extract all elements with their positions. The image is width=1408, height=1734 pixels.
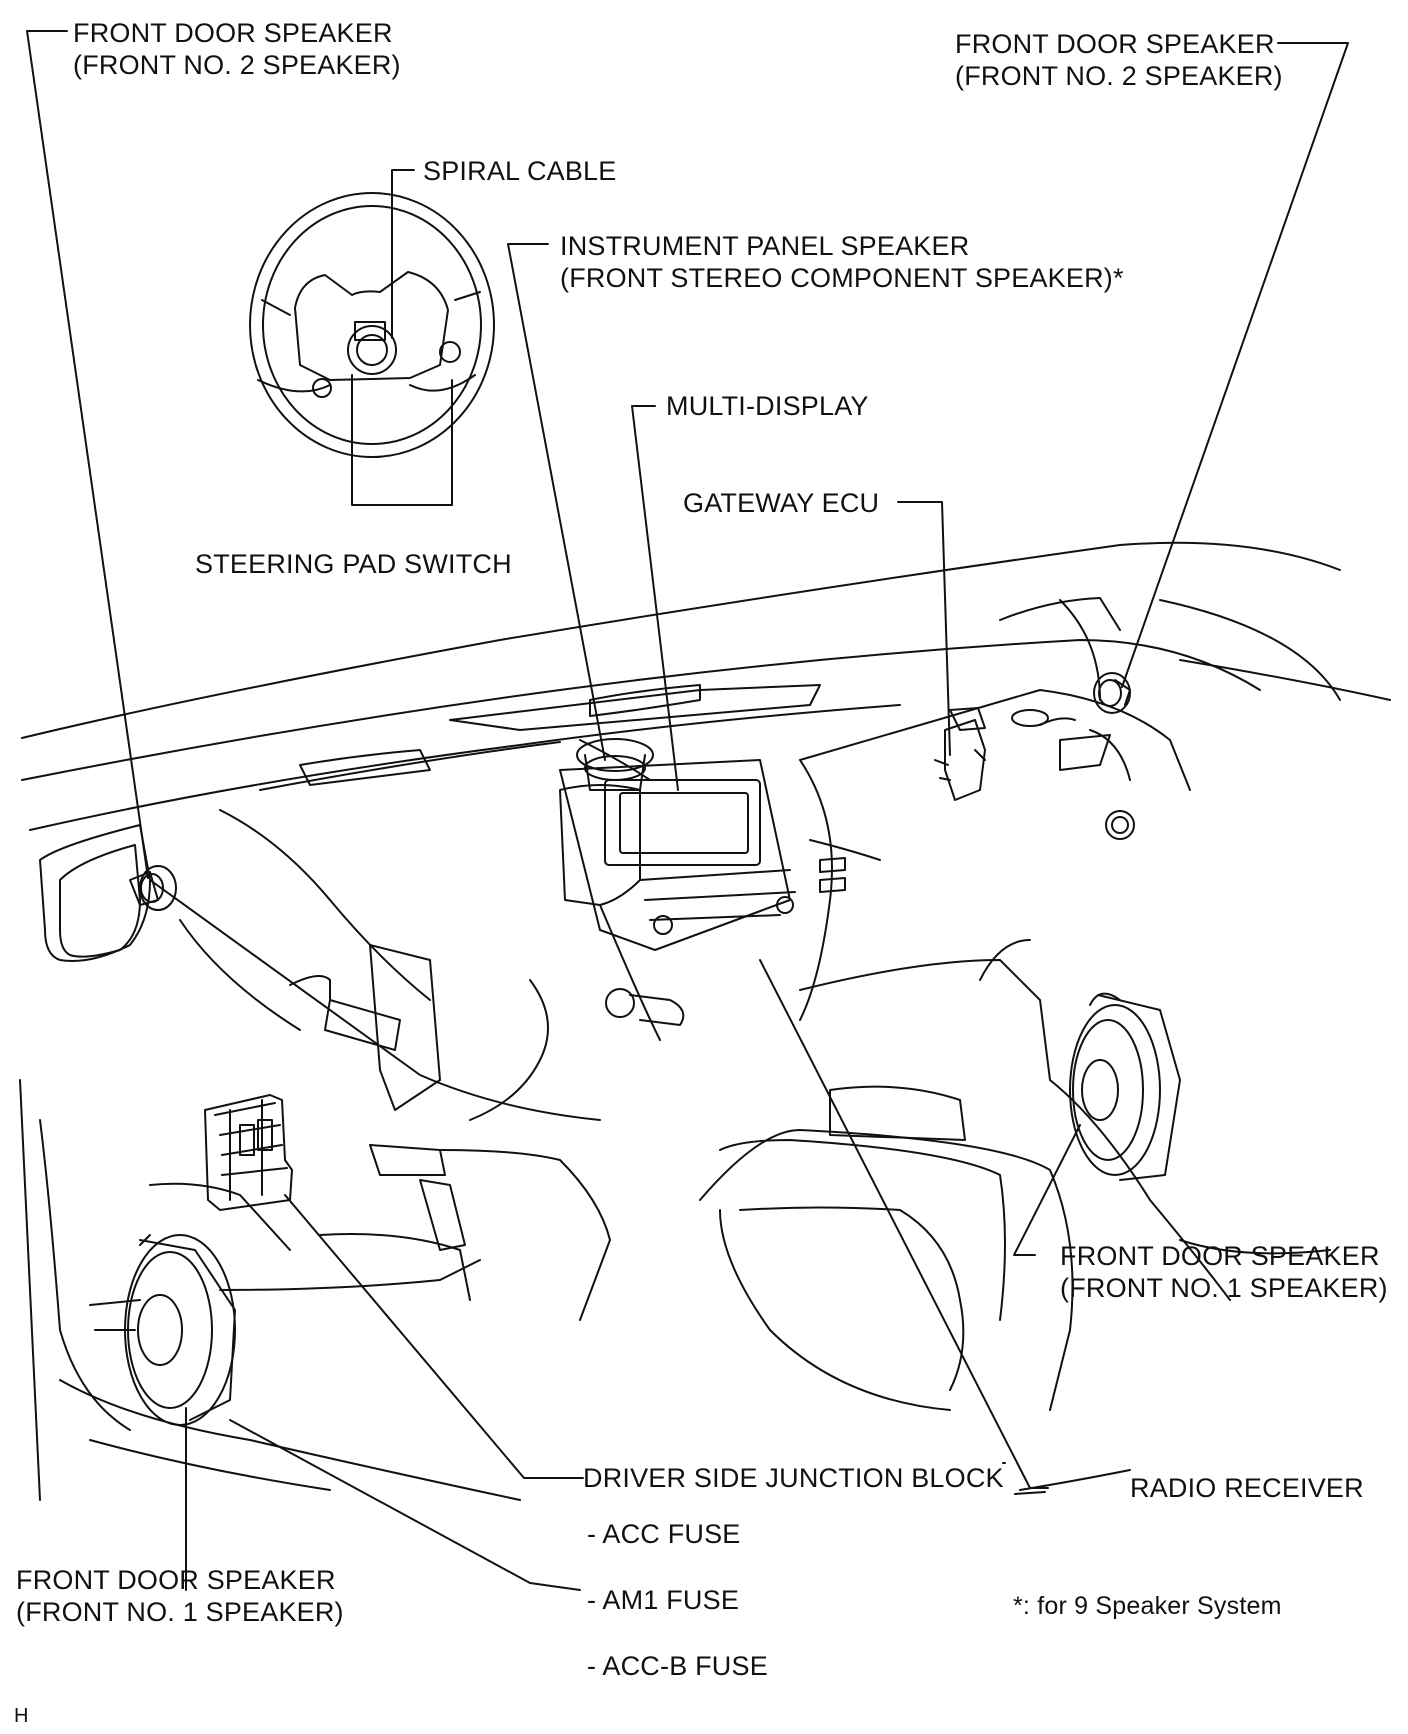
label-front-door-speaker-front-no2-left: FRONT DOOR SPEAKER (FRONT NO. 2 SPEAKER) bbox=[73, 17, 401, 81]
label-line: FRONT DOOR SPEAKER bbox=[955, 29, 1275, 59]
instrument-panel-speaker-part bbox=[576, 738, 654, 791]
label-line: (FRONT STEREO COMPONENT SPEAKER)* bbox=[560, 263, 1124, 293]
driver-side-junction-block-part bbox=[204, 1094, 293, 1211]
label-am1-fuse: - AM1 FUSE bbox=[587, 1585, 740, 1615]
label-multi-display: MULTI-DISPLAY bbox=[666, 391, 869, 421]
label-spiral-cable: SPIRAL CABLE bbox=[423, 156, 617, 186]
leader-lines bbox=[26, 30, 1349, 1591]
dashboard-illustration bbox=[19, 541, 1391, 1501]
label-instrument-panel-speaker: INSTRUMENT PANEL SPEAKER (FRONT STEREO C… bbox=[560, 230, 1124, 294]
label-acc-fuse: - ACC FUSE bbox=[587, 1519, 741, 1549]
label-corner-mark: H bbox=[14, 1705, 29, 1727]
label-radio-receiver: RADIO RECEIVER bbox=[1130, 1473, 1364, 1503]
label-footnote: *: for 9 Speaker System bbox=[1013, 1592, 1282, 1620]
front-no2-speaker-right-part bbox=[1093, 672, 1131, 714]
label-driver-side-junction-block: DRIVER SIDE JUNCTION BLOCK bbox=[583, 1463, 1004, 1493]
front-no1-speaker-left-part bbox=[89, 1234, 236, 1426]
label-line: FRONT DOOR SPEAKER bbox=[73, 18, 393, 48]
gateway-ecu-part bbox=[934, 719, 986, 801]
label-line: (FRONT NO. 2 SPEAKER) bbox=[955, 61, 1283, 91]
label-front-door-speaker-front-no1-left: FRONT DOOR SPEAKER (FRONT NO. 1 SPEAKER) bbox=[16, 1564, 344, 1628]
label-line: (FRONT NO. 1 SPEAKER) bbox=[16, 1597, 344, 1627]
label-steering-pad-switch: STEERING PAD SWITCH bbox=[195, 549, 512, 579]
label-front-door-speaker-front-no1-right: FRONT DOOR SPEAKER (FRONT NO. 1 SPEAKER) bbox=[1060, 1240, 1388, 1304]
front-no2-speaker-left-part bbox=[129, 865, 177, 911]
label-front-door-speaker-front-no2-right: FRONT DOOR SPEAKER (FRONT NO. 2 SPEAKER) bbox=[955, 28, 1283, 92]
label-line: FRONT DOOR SPEAKER bbox=[1060, 1241, 1380, 1271]
steering-wheel-illustration bbox=[249, 192, 495, 458]
label-line: (FRONT NO. 1 SPEAKER) bbox=[1060, 1273, 1388, 1303]
label-line: (FRONT NO. 2 SPEAKER) bbox=[73, 50, 401, 80]
label-line: INSTRUMENT PANEL SPEAKER bbox=[560, 231, 970, 261]
label-line: FRONT DOOR SPEAKER bbox=[16, 1565, 336, 1595]
label-gateway-ecu: GATEWAY ECU bbox=[683, 488, 880, 518]
front-no1-speaker-right-part bbox=[1069, 992, 1181, 1181]
label-acc-b-fuse: - ACC-B FUSE bbox=[587, 1651, 768, 1681]
